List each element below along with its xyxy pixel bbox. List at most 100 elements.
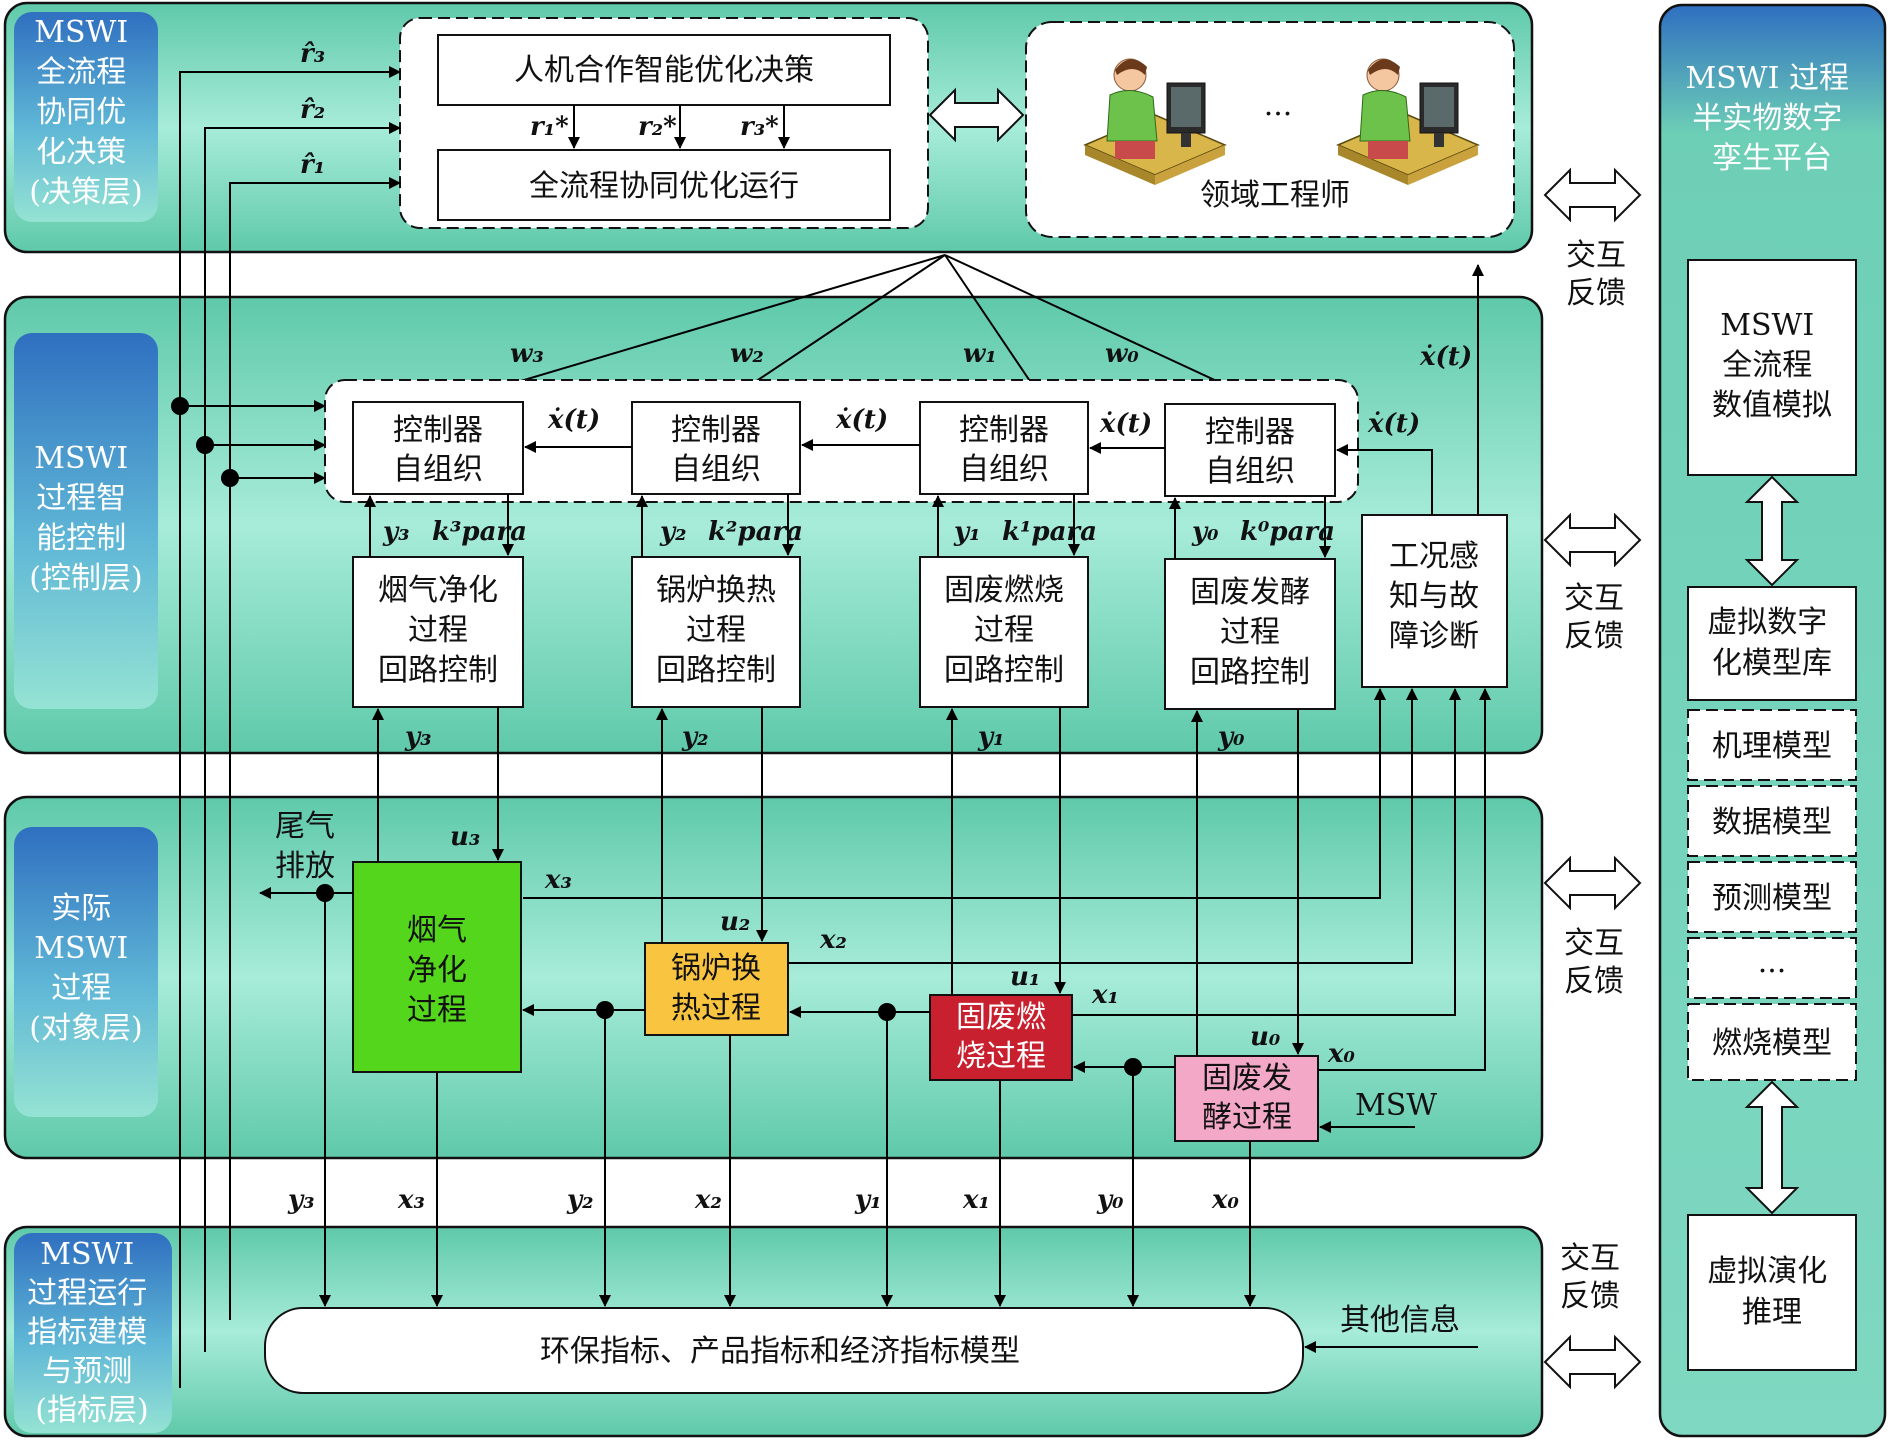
exhaust-label: 尾气排放 xyxy=(275,809,335,884)
symbol-y0-ctrl: y₀ xyxy=(1191,517,1219,547)
double-arrow-horizontal-3 xyxy=(1543,855,1642,911)
data-model-box xyxy=(1687,785,1857,857)
u-y-signal-lines xyxy=(372,707,1304,1056)
symbol-y1-index: y₁ xyxy=(854,1185,882,1215)
object-layer-tab xyxy=(14,827,158,1117)
symbol-xdot-a: ẋ(t) xyxy=(547,405,600,435)
svg-text:控制器自组织: 控制器自组织 xyxy=(671,413,761,487)
r-hat-taps xyxy=(171,397,326,487)
loop-control-burn: 固废燃烧过程回路控制 xyxy=(919,556,1089,708)
control-layer-label: MSWI 过程智 能控制 (控制层) xyxy=(29,441,142,596)
double-arrow-horizontal-2 xyxy=(1543,512,1642,568)
svg-text:交互反馈: 交互反馈 xyxy=(1560,1241,1620,1314)
loop-control-ferment: 固废发酵过程回路控制 xyxy=(1164,558,1336,710)
double-arrow-decision-engineers xyxy=(928,87,1025,143)
prediction-model-label: 预测模型 xyxy=(1712,881,1832,916)
symbol-r3-star: r₃* xyxy=(740,112,779,142)
svg-text:控制器自组织: 控制器自组织 xyxy=(959,413,1049,487)
svg-text:固废燃烧过程: 固废燃烧过程 xyxy=(956,1000,1046,1074)
symbol-r2-hat: r̂₂ xyxy=(300,95,325,125)
controller-box-0: 控制器自组织 xyxy=(1164,403,1336,497)
symbol-xdot-b: ẋ(t) xyxy=(835,405,888,435)
mechanism-model-box xyxy=(1687,709,1857,781)
symbol-k2: k²para xyxy=(708,517,803,547)
symbol-r3-hat: r̂₃ xyxy=(300,39,325,69)
svg-text:烟气净化过程回路控制: 烟气净化过程回路控制 xyxy=(378,573,498,688)
xdot-chain xyxy=(524,264,1484,515)
symbol-y0-index: y₀ xyxy=(1096,1185,1124,1215)
collaborative-operation-box xyxy=(437,149,891,221)
symbol-u2: u₂ xyxy=(720,907,750,937)
object-layer-label: 实际 MSWI 过程 (对象层) xyxy=(29,891,142,1046)
engineers-label: 领域工程师 xyxy=(1200,178,1350,213)
diagnosis-box: 工况感知与故障诊断 xyxy=(1361,514,1508,688)
model-library-box xyxy=(1687,586,1857,701)
controller-loop-arrows xyxy=(364,494,1331,559)
symbol-y1-proc: y₁ xyxy=(977,722,1005,752)
symbol-xdot-e: ẋ(t) xyxy=(1419,342,1472,372)
symbol-x1-index: x₁ xyxy=(962,1185,990,1215)
double-arrow-horizontal-4 xyxy=(1543,1334,1642,1390)
more-models-box xyxy=(1687,937,1857,999)
svg-text:交互反馈: 交互反馈 xyxy=(1564,581,1624,654)
symbol-x1-state: x₁ xyxy=(1091,980,1119,1010)
mechanism-model-label: 机理模型 xyxy=(1712,729,1832,764)
svg-text:固废发酵过程: 固废发酵过程 xyxy=(1202,1061,1292,1135)
controller-box-1: 控制器自组织 xyxy=(919,401,1089,495)
combustion-model-box xyxy=(1687,1003,1857,1081)
double-arrow-horizontal-1 xyxy=(1543,167,1642,223)
svg-text:控制器自组织: 控制器自组织 xyxy=(393,413,483,487)
symbol-x3-state: x₃ xyxy=(544,865,572,895)
symbol-r2-star: r₂* xyxy=(638,112,677,142)
more-models-label: ... xyxy=(1758,945,1787,980)
svg-text:交互反馈: 交互反馈 xyxy=(1566,238,1626,311)
process-flue-gas: 烟气净化过程 xyxy=(352,861,522,1073)
symbol-u0: u₀ xyxy=(1250,1022,1281,1052)
combustion-model-label: 燃烧模型 xyxy=(1712,1026,1832,1061)
symbol-x2-index: x₂ xyxy=(694,1185,722,1215)
svg-text:锅炉换热过程: 锅炉换热过程 xyxy=(671,951,761,1026)
symbol-u1: u₁ xyxy=(1010,962,1040,992)
symbol-r1-star: r₁* xyxy=(530,112,569,142)
svg-text:烟气净化过程: 烟气净化过程 xyxy=(407,913,467,1028)
symbol-xdot-c: ẋ(t) xyxy=(1099,409,1152,439)
controller-box-2: 控制器自组织 xyxy=(631,401,801,495)
symbol-y3-index: y₃ xyxy=(287,1185,315,1215)
collaborative-operation-label: 全流程协同优化运行 xyxy=(529,169,799,204)
double-arrow-vertical-1 xyxy=(1744,475,1800,587)
svg-text:控制器自组织: 控制器自组织 xyxy=(1205,415,1295,489)
model-library-label: 虚拟数字 化模型库 xyxy=(1707,605,1837,681)
symbol-u3: u₃ xyxy=(450,822,480,852)
process-fermentation-box xyxy=(1174,1055,1319,1142)
symbol-k1: k¹para xyxy=(1002,517,1097,547)
process-boiler-box xyxy=(644,942,789,1036)
symbol-x3-index: x₃ xyxy=(397,1185,425,1215)
symbol-w3: w₃ xyxy=(510,339,544,369)
virtual-evolution-box xyxy=(1687,1214,1857,1371)
svg-text:固废燃烧过程回路控制: 固废燃烧过程回路控制 xyxy=(944,573,1064,688)
symbol-k3: k³para xyxy=(432,517,527,547)
svg-text:交互反馈: 交互反馈 xyxy=(1564,926,1624,999)
symbol-y3-proc: y₃ xyxy=(404,722,432,752)
process-boiler: 锅炉换热过程 xyxy=(644,942,789,1036)
double-arrow-vertical-2 xyxy=(1744,1080,1800,1215)
control-layer-tab xyxy=(14,333,158,709)
numeric-simulation-box xyxy=(1687,259,1857,476)
decision-layer-label: MSWI 全流程 协同优 化决策 (决策层) xyxy=(29,15,142,210)
other-info-label: 其他信息 xyxy=(1340,1303,1460,1338)
decision-layer-tab xyxy=(14,12,158,222)
process-combustion: 固废燃烧过程 xyxy=(929,994,1073,1081)
prediction-model-box xyxy=(1687,861,1857,933)
interaction-feedback-4: 交互反馈 xyxy=(1543,1241,1642,1390)
engineer-icon xyxy=(1336,58,1480,185)
svg-text:工况感知与故障诊断: 工况感知与故障诊断 xyxy=(1389,539,1479,654)
r-hat-feedback-lines xyxy=(179,66,401,1388)
symbol-y3-ctrl: y₃ xyxy=(382,517,410,547)
symbol-x0-index: x₀ xyxy=(1211,1185,1240,1215)
engineer-icon xyxy=(1083,58,1227,185)
symbol-y2-ctrl: y₂ xyxy=(659,517,687,547)
symbol-w2: w₂ xyxy=(730,339,764,369)
symbol-x2-state: x₂ xyxy=(819,925,847,955)
svg-text:固废发酵过程回路控制: 固废发酵过程回路控制 xyxy=(1190,575,1310,690)
